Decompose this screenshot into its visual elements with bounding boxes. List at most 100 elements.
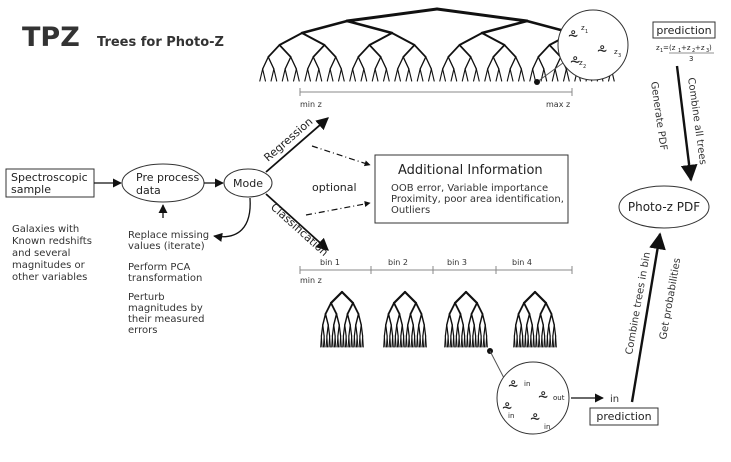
tree-branch	[548, 313, 553, 326]
tree-branch	[524, 335, 527, 348]
tree-branch	[284, 56, 292, 70]
tree-branch	[517, 302, 525, 315]
arrow-combine-all	[675, 65, 698, 182]
tree-branch	[331, 335, 334, 348]
tree-branch	[475, 335, 477, 348]
tree-branch	[435, 7, 529, 23]
generate-pdf-label: Generate PDF	[648, 81, 669, 151]
tree-branch	[414, 335, 416, 348]
tree-branch	[464, 68, 469, 82]
tree-branch	[357, 44, 371, 58]
tree-branch	[408, 335, 411, 348]
tree-branch	[394, 68, 399, 82]
tree-branch	[492, 44, 506, 58]
galaxy-icon: ⸛	[568, 26, 578, 47]
tree-branch	[416, 68, 421, 82]
tree-branch	[418, 324, 421, 337]
tree-branch	[516, 335, 519, 348]
tree-branch	[446, 324, 449, 337]
arrow-optional-bottom	[305, 201, 371, 216]
tree-branch	[425, 335, 427, 348]
tree-branch	[342, 335, 345, 348]
tree-branch	[407, 313, 412, 326]
tree-branch	[329, 290, 344, 305]
tree-branch	[470, 56, 478, 70]
perturb-note-4: errors	[128, 325, 157, 336]
tree-branch	[419, 335, 422, 348]
tree-branch	[484, 68, 489, 82]
additional-info-box	[374, 154, 569, 224]
tree-branch	[356, 335, 359, 348]
leaf-zoom-circle-bottom	[496, 361, 570, 435]
tree-branch	[526, 313, 531, 326]
tree-branch	[466, 335, 469, 348]
spectroscopic-sample-box	[5, 168, 95, 198]
tree-branch	[306, 56, 314, 70]
tree-branch	[387, 302, 395, 315]
arrow-optional-top	[311, 145, 371, 167]
galaxies-note-2: Known redshifts	[12, 236, 92, 247]
tree-branch	[394, 335, 397, 348]
galaxy-icon-group-top: ⸛ ⸛ ⸛	[568, 26, 607, 73]
tree-branch	[293, 68, 297, 82]
tree-branch	[344, 324, 347, 337]
tree-branch	[545, 302, 553, 315]
title-main: TPZ	[22, 22, 80, 53]
tree-branch	[447, 335, 450, 348]
tree-branch	[520, 68, 525, 82]
tree-branch	[544, 335, 546, 348]
tree-branch	[416, 335, 419, 348]
tree-branch	[555, 335, 557, 348]
tree-branch	[359, 335, 362, 348]
tree-branch	[451, 324, 455, 337]
galaxies-note-3: and several	[12, 248, 70, 259]
tree-branch	[348, 335, 351, 348]
bin-3-label: bin 3	[447, 258, 467, 267]
tree-branch	[360, 68, 365, 82]
photoz-pdf-label: Photo-z PDF	[628, 200, 700, 214]
bin-1-label: bin 1	[320, 258, 340, 267]
tree-branch	[362, 335, 364, 348]
tree-branch	[477, 335, 480, 348]
tree-branch	[355, 324, 358, 337]
tree-branch	[405, 335, 408, 348]
optional-label: optional	[312, 181, 357, 194]
tree-branch	[480, 31, 506, 47]
tree-branch	[281, 68, 286, 82]
tree-branch	[393, 302, 401, 315]
top-circle-z1: z	[581, 24, 585, 32]
tree-branch	[322, 313, 327, 326]
tree-branch	[312, 56, 320, 70]
tree-branch	[495, 68, 500, 82]
tree-branch	[479, 313, 484, 326]
tree-branch	[401, 324, 405, 337]
tree-branch	[278, 31, 304, 47]
photoz-pdf-node	[618, 185, 710, 229]
formula-plus-2: +z	[695, 44, 705, 52]
tree-branch	[487, 68, 491, 82]
tree-branch	[318, 68, 323, 82]
tree-branch	[403, 335, 405, 348]
tree-branch	[483, 335, 486, 348]
tree-branch	[461, 335, 464, 348]
tree-branch	[530, 335, 533, 348]
get-probabilities-label: Get probabilities	[658, 257, 683, 340]
tree-branch	[397, 68, 401, 82]
classification-label: Classification	[268, 201, 331, 259]
tree-branch	[450, 335, 453, 348]
tree-branch	[509, 68, 514, 82]
prediction-box-top	[652, 21, 716, 39]
tree-branch	[385, 68, 390, 82]
tree-branch	[415, 302, 423, 315]
arrow-regression	[265, 117, 329, 173]
replace-note-1: Replace missing	[128, 230, 209, 241]
tree-branch	[360, 324, 364, 337]
tree-branch	[397, 335, 400, 348]
tree-branch	[329, 335, 331, 348]
tree-branch	[383, 68, 387, 82]
tree-branch	[537, 324, 540, 337]
tree-branch	[422, 335, 425, 348]
tree-branch	[300, 19, 349, 35]
tree-branch	[338, 324, 342, 337]
tree-branch	[441, 56, 449, 70]
